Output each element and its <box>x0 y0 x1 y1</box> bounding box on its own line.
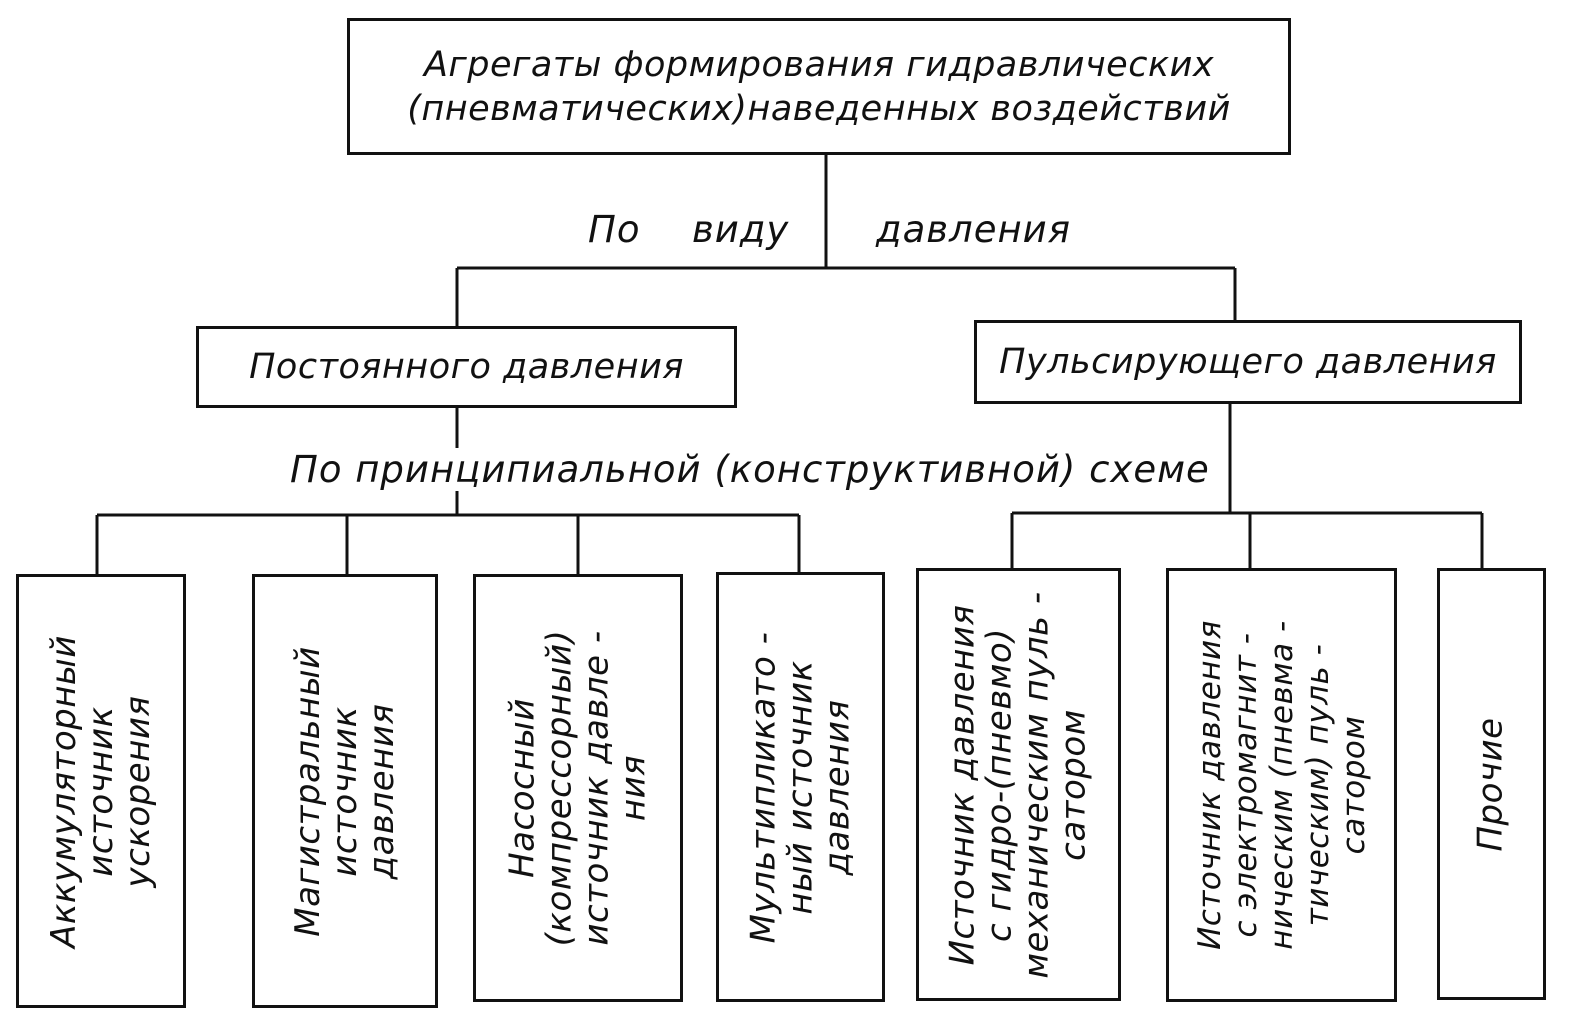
criterion-pressure-type-word2: виду <box>692 208 790 251</box>
leaf6-line3: ническим (пневма - <box>1263 620 1300 950</box>
leaf-mainline-source: Магистральный источник давления <box>252 574 438 1008</box>
leaf3-line4: ния <box>613 754 653 822</box>
leaf-pump-source: Насосный (компрессорный) источник давле … <box>473 574 683 1002</box>
leaf-mechanical-pulsator: Источник давления с гидро-(пневмо) механ… <box>916 568 1121 1001</box>
root-label: Агрегаты формирования гидравлических (пн… <box>407 43 1231 131</box>
leaf4-line1: Мультипликато - <box>743 631 783 943</box>
criterion-pressure-type-word1: По <box>588 208 641 251</box>
leaf-mechanical-pulsator-label: Источник давления с гидро-(пневмо) механ… <box>942 590 1094 979</box>
leaf1-line3: ускорения <box>117 695 158 887</box>
root-label-line1: Агрегаты формирования гидравлических <box>423 44 1215 85</box>
leaf6-line2: с электромагнит - <box>1227 632 1264 938</box>
leaf7-line1: Прочие <box>1471 716 1511 852</box>
leaf6-line5: сатором <box>1335 715 1372 855</box>
leaf5-line4: сатором <box>1053 708 1094 861</box>
leaf1-line1: Аккумуляторный <box>43 634 84 948</box>
leaf3-line2: (компрессорный) <box>539 629 579 947</box>
leaf6-line4: тическим) пуль - <box>1299 643 1336 927</box>
leaf-accumulator-source: Аккумуляторный источник ускорения <box>16 574 186 1008</box>
leaf5-line1: Источник давления <box>942 604 983 965</box>
leaf4-line3: давления <box>817 699 857 875</box>
node-pulsating-pressure: Пульсирующего давления <box>974 320 1522 404</box>
leaf-mainline-source-label: Магистральный источник давления <box>287 645 402 937</box>
node-constant-pressure: Постоянного давления <box>196 326 737 408</box>
leaf5-line3: механическим пуль - <box>1016 590 1057 979</box>
leaf3-line3: источник давле - <box>576 630 616 946</box>
leaf2-line3: давления <box>361 703 402 879</box>
root-node: Агрегаты формирования гидравлических (пн… <box>347 18 1291 155</box>
leaf-multiplier-source-label: Мультипликато - ный источник давления <box>743 631 857 943</box>
leaf5-line2: с гидро-(пневмо) <box>979 627 1020 942</box>
leaf3-line1: Насосный <box>502 698 542 878</box>
leaf6-line1: Источник давления <box>1191 620 1228 950</box>
leaf-other-label: Прочие <box>1471 716 1511 852</box>
leaf-accumulator-source-label: Аккумуляторный источник ускорения <box>43 634 158 948</box>
leaf-multiplier-source: Мультипликато - ный источник давления <box>716 572 885 1002</box>
leaf-other: Прочие <box>1437 568 1546 1000</box>
leaf2-line1: Магистральный <box>287 645 328 937</box>
criterion-pressure-type-word3: давления <box>876 208 1071 251</box>
node-pulsating-pressure-label: Пульсирующего давления <box>999 342 1497 382</box>
root-label-line2: (пневматических)наведенных воздействий <box>407 88 1231 129</box>
leaf2-line2: источник <box>324 705 365 877</box>
node-constant-pressure-label: Постоянного давления <box>249 347 684 387</box>
leaf-electromagnetic-pulsator-label: Источник давления с электромагнит - ниче… <box>1192 620 1372 950</box>
leaf-electromagnetic-pulsator: Источник давления с электромагнит - ниче… <box>1166 568 1397 1002</box>
criterion-design-scheme: По принципиальной (конструктивной) схеме <box>286 448 1214 491</box>
leaf4-line2: ный источник <box>780 659 820 915</box>
leaf1-line2: источник <box>80 705 121 877</box>
leaf-pump-source-label: Насосный (компрессорный) источник давле … <box>502 629 653 947</box>
